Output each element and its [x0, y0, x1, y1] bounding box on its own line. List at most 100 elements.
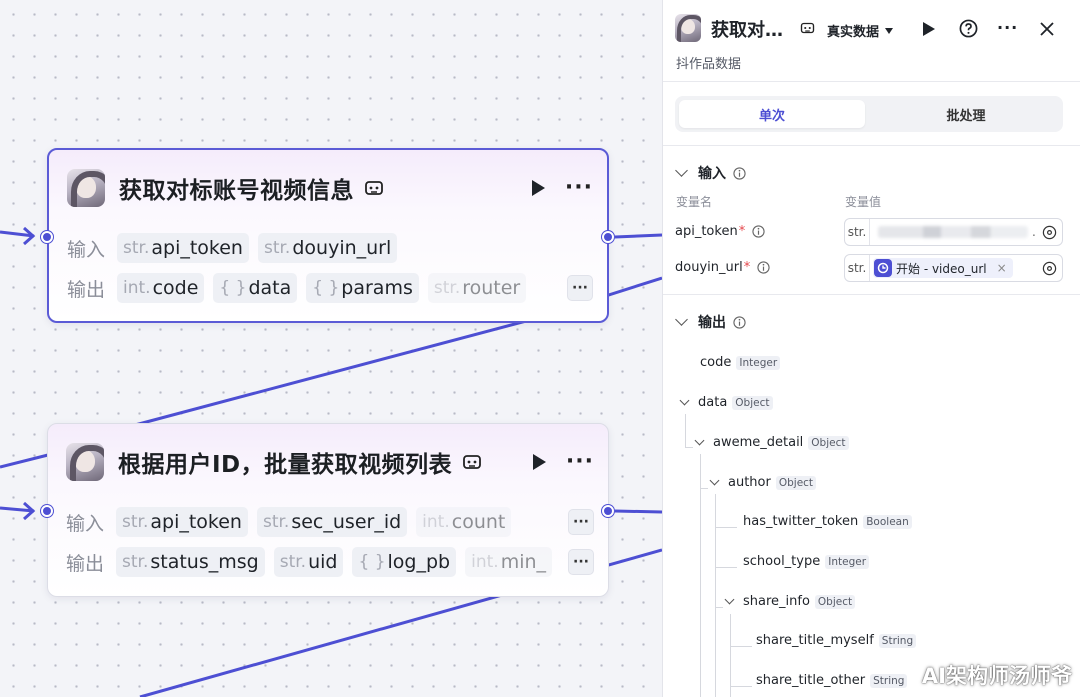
column-header-name: 变量名: [676, 195, 713, 209]
info-icon[interactable]: [757, 261, 770, 274]
output-section-toggle[interactable]: 输出: [675, 312, 746, 332]
output-param-tag: str.router: [427, 273, 527, 303]
tab-batch[interactable]: 批处理: [946, 108, 986, 124]
api-token-value-field[interactable]: str. .: [844, 218, 1063, 246]
remove-reference-icon[interactable]: ×: [996, 261, 1007, 275]
settings-icon[interactable]: [1042, 225, 1057, 240]
redacted-value: [878, 226, 1028, 238]
run-mode-tabs: 单次 批处理: [675, 96, 1063, 132]
edge-diagonal-1: [0, 318, 531, 469]
plugin-robot-icon: [365, 181, 383, 195]
node-title: 根据用户ID，批量获取视频列表: [118, 452, 453, 478]
tab-single[interactable]: 单次: [679, 100, 865, 128]
output-param-tag: int.min_: [465, 547, 553, 577]
panel-subtitle: 抖作品数据: [676, 57, 742, 72]
tree-guide: [730, 646, 752, 647]
tree-guide: [715, 527, 737, 528]
outputs-label: 输出: [66, 552, 105, 575]
reference-chip[interactable]: 开始 - video_url ×: [873, 258, 1013, 278]
node-header: 获取对标账号视频信息 ···: [67, 168, 593, 208]
tree-guide: [685, 447, 693, 448]
input-section-toggle[interactable]: 输入: [675, 163, 746, 183]
arrow-heads: [23, 226, 36, 521]
edge-node-1-output: [614, 233, 662, 239]
tree-guide: [685, 414, 686, 448]
edge-into-node-2: [0, 506, 35, 513]
node-1-input-port[interactable]: [41, 231, 53, 243]
node-header: 根据用户ID，批量获取视频列表 ···: [66, 442, 594, 482]
outputs-more-button[interactable]: ···: [568, 549, 594, 575]
output-param-tag: int.code: [117, 273, 205, 303]
chevron-down-icon[interactable]: [694, 435, 705, 446]
node-2-output-port[interactable]: [602, 505, 614, 517]
chevron-down-icon[interactable]: [679, 395, 690, 406]
tree-guide: [730, 686, 752, 687]
column-header-value: 变量值: [845, 195, 882, 209]
outputs-label: 输出: [67, 278, 106, 301]
info-icon[interactable]: [733, 315, 746, 329]
arrow-head-2: [23, 501, 36, 521]
tree-guide: [700, 488, 708, 489]
variable-name: douyin_url*: [675, 260, 770, 275]
node-detail-panel: 获取对… 真实数据 ··· 抖作品数据 单次 批处理 输入 变量名 变量值 ap…: [662, 0, 1080, 697]
variable-row-douyin-url: douyin_url* str. 开始 - video_url ×: [675, 254, 1067, 282]
tree-guide: [715, 494, 716, 697]
output-param-tag: str.uid: [273, 547, 344, 577]
output-param-tag: { }log_pb: [352, 547, 457, 577]
workflow-node-video-info[interactable]: 获取对标账号视频信息 ··· 输入 str.api_token str.douy…: [47, 148, 609, 323]
panel-title: 获取对…: [711, 20, 783, 41]
variable-name: api_token*: [675, 224, 765, 239]
close-icon[interactable]: [1040, 22, 1054, 36]
run-play-icon[interactable]: [922, 21, 936, 37]
type-label: str.: [845, 255, 870, 281]
output-param-tag: { }params: [306, 273, 419, 303]
node-1-output-port[interactable]: [602, 231, 614, 243]
run-node-play-icon[interactable]: [529, 179, 547, 197]
node-2-input-port[interactable]: [41, 505, 53, 517]
tree-guide: [715, 607, 723, 608]
input-param-tag: str.api_token: [117, 233, 249, 263]
input-section-title: 输入: [698, 166, 726, 182]
input-param-tag: str.sec_user_id: [256, 507, 408, 537]
chevron-down-icon[interactable]: [724, 594, 735, 605]
outputs-more-button[interactable]: ···: [567, 275, 593, 301]
panel-header: 获取对… 真实数据 ··· 抖作品数据: [663, 0, 1080, 82]
node-more-icon[interactable]: ···: [565, 449, 594, 474]
chevron-down-icon[interactable]: [709, 475, 720, 486]
start-node-icon: [874, 259, 892, 277]
douyin-url-value-field[interactable]: str. 开始 - video_url ×: [844, 254, 1063, 282]
tree-guide: [730, 614, 731, 697]
inputs-label: 输入: [67, 238, 106, 261]
more-icon[interactable]: ···: [997, 18, 1019, 37]
value-suffix: .: [1032, 225, 1036, 239]
tree-guide: [700, 454, 701, 697]
data-mode-dropdown[interactable]: 真实数据: [827, 21, 894, 40]
settings-icon[interactable]: [1042, 261, 1057, 276]
arrow-head-1: [23, 226, 36, 246]
tree-guide: [715, 567, 737, 568]
chevron-down-icon: [675, 164, 688, 177]
run-node-play-icon[interactable]: [530, 453, 548, 471]
input-param-tag: str.api_token: [116, 507, 248, 537]
info-icon[interactable]: [733, 166, 746, 180]
node-more-icon[interactable]: ···: [564, 175, 593, 200]
divider: [663, 145, 1080, 146]
inputs-more-button[interactable]: ···: [568, 509, 594, 535]
workflow-node-video-list[interactable]: 根据用户ID，批量获取视频列表 ··· 输入 str.api_token str…: [47, 423, 609, 597]
info-icon[interactable]: [752, 225, 765, 238]
variable-row-api-token: api_token* str. .: [675, 218, 1067, 246]
edge-into-node-1: [0, 230, 35, 238]
help-icon[interactable]: [959, 19, 978, 38]
node-title: 获取对标账号视频信息: [119, 178, 354, 204]
node-inputs-row: 输入 str.api_token str.douyin_url: [67, 232, 593, 264]
node-outputs-row: 输出 str.status_msg str.uid { }log_pb int.…: [66, 546, 594, 578]
